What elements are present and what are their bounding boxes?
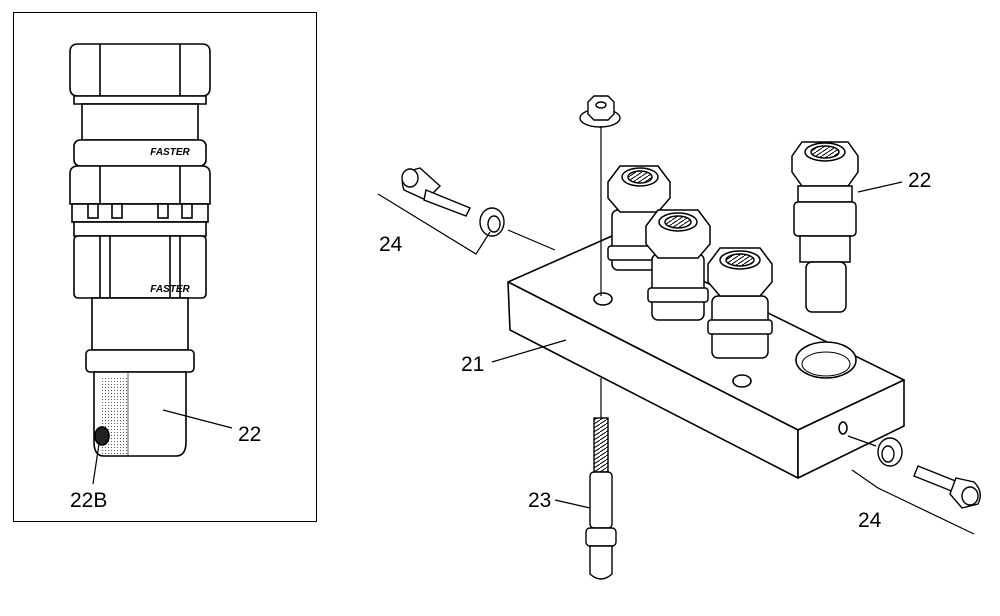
leader-22b bbox=[92, 443, 100, 485]
leader-23 bbox=[554, 499, 591, 509]
screw-spacer-top bbox=[401, 167, 505, 237]
loose-coupler-22 bbox=[791, 141, 859, 313]
manifold-block bbox=[507, 235, 905, 479]
callout-24-top: 24 bbox=[379, 233, 403, 256]
block-couplers bbox=[607, 141, 859, 359]
callout-21: 21 bbox=[461, 353, 485, 376]
stud-23 bbox=[585, 417, 617, 580]
callout-24-bottom: 24 bbox=[858, 509, 882, 532]
axis-line-screw-bottom bbox=[847, 435, 877, 447]
screw-spacer-bottom bbox=[877, 437, 981, 509]
inset-detail-frame bbox=[13, 12, 317, 522]
callout-22b: 22B bbox=[70, 489, 108, 512]
bracket-24-bottom bbox=[851, 469, 975, 535]
callout-22-inset: 22 bbox=[238, 423, 262, 446]
callout-22: 22 bbox=[908, 169, 932, 192]
brand-mark-upper: FASTER bbox=[150, 147, 190, 158]
bracket-24-top bbox=[377, 193, 491, 255]
inset-cartridge bbox=[69, 43, 211, 457]
leader-21 bbox=[491, 339, 567, 363]
leader-22-inset bbox=[162, 409, 233, 429]
leader-22-main bbox=[857, 181, 903, 193]
callout-23: 23 bbox=[528, 489, 552, 512]
top-nut bbox=[579, 95, 621, 128]
brand-mark-lower: FASTER bbox=[150, 284, 190, 295]
axis-line-screw-top bbox=[507, 229, 556, 251]
